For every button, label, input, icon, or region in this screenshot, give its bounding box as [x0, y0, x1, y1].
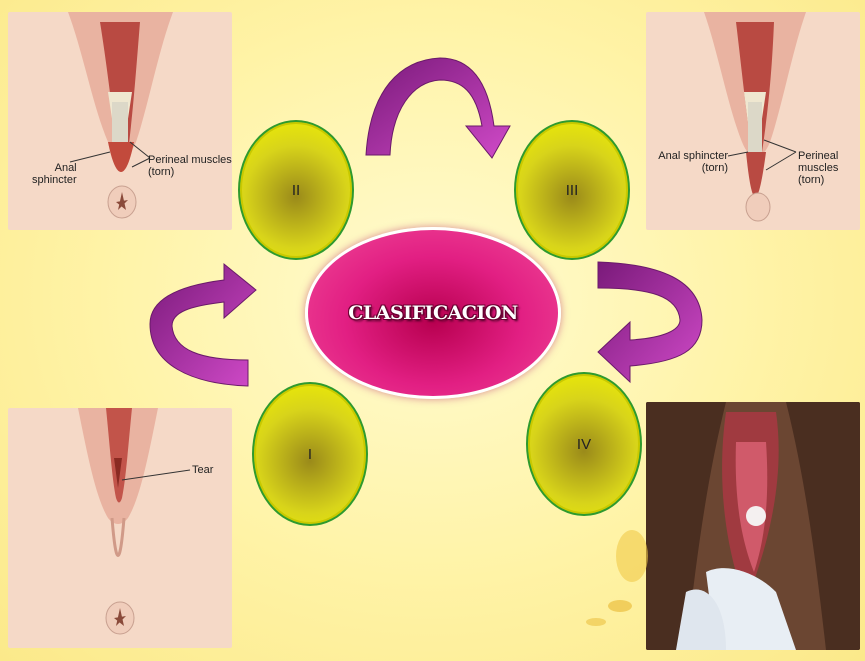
- anatomy-illustration-top-right: Anal sphincter (torn) Perineal muscles (…: [646, 12, 860, 230]
- label-tear: Tear: [192, 464, 214, 476]
- label-perineal-muscles-torn: Perineal muscles (torn): [798, 150, 839, 186]
- anatomy-drawing: [704, 12, 806, 222]
- arrow-i-to-ii: [149, 262, 257, 387]
- stage-circle-iv: IV: [526, 372, 642, 516]
- stage-circle-iii: III: [514, 120, 630, 260]
- anatomy-illustration-bottom-left: Tear: [8, 408, 232, 648]
- stage-label: IV: [576, 435, 592, 453]
- label-anal-sphincter: Anal sphincter: [32, 162, 77, 186]
- arrow-ii-to-iii: [365, 57, 511, 159]
- label-perineal-muscles: Perineal muscles (torn): [148, 154, 232, 178]
- clinical-photo-bottom-right: [646, 402, 860, 650]
- arrow-iii-to-iv: [597, 261, 703, 384]
- center-title-ellipse: CLASIFICACION: [305, 227, 561, 399]
- anatomy-drawing: [78, 408, 191, 635]
- stage-label: II: [291, 181, 301, 199]
- stage-label: I: [307, 445, 313, 463]
- stage-circle-ii: II: [238, 120, 354, 260]
- anatomy-drawing: [68, 12, 173, 219]
- clinical-photo: [646, 402, 860, 650]
- title: CLASIFICACION: [348, 302, 518, 324]
- label-anal-sphincter-torn: Anal sphincter (torn): [658, 150, 728, 174]
- stage-circle-i: I: [252, 382, 368, 526]
- stage-label: III: [565, 181, 579, 199]
- anatomy-illustration-top-left: Anal sphincter Perineal muscles (torn): [8, 12, 232, 230]
